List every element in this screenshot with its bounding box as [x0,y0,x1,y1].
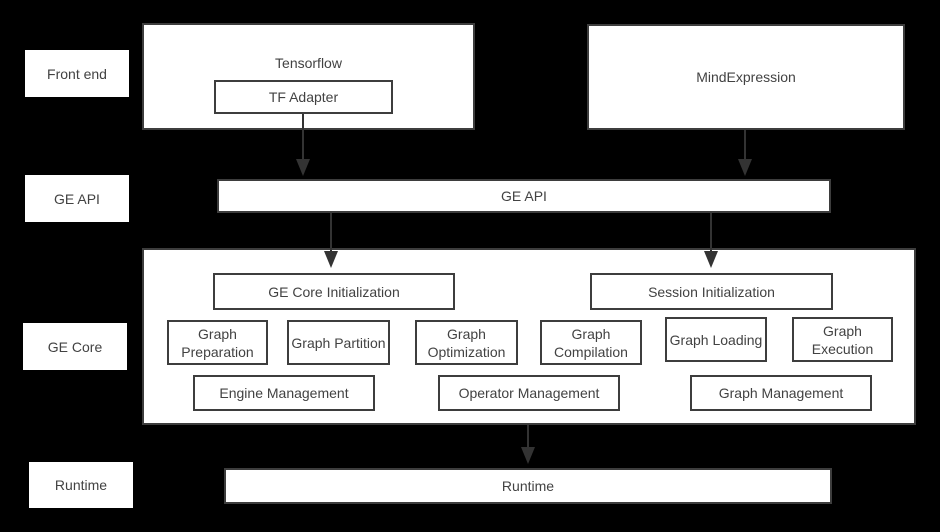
arrow-line [330,213,332,251]
tf-adapter-box: TF Adapter [214,80,393,114]
graph-execution-box: Graph Execution [792,317,893,362]
ge-core-initialization-box: GE Core Initialization [213,273,455,310]
graph-loading-label: Graph Loading [669,331,763,348]
graph-management-label: Graph Management [718,385,844,401]
arrow-line [527,425,529,447]
graph-partition-box: Graph Partition [287,320,390,365]
arrow-line [744,130,746,159]
row-label-ge-api-text: GE API [54,190,100,207]
mindexpression-label: MindExpression [696,69,796,85]
arrow-down-icon [738,159,752,176]
graph-optimization-box: Graph Optimization [415,320,518,365]
row-label-ge-core: GE Core [23,323,127,370]
graph-management-box: Graph Management [690,375,872,411]
engine-management-label: Engine Management [219,385,349,401]
mindexpression-box: MindExpression [587,24,905,130]
row-label-front-end-text: Front end [47,65,107,82]
operator-management-box: Operator Management [438,375,620,411]
tf-adapter-label: TF Adapter [268,89,339,105]
session-initialization-label: Session Initialization [648,283,775,300]
arrow-down-icon [704,251,718,268]
arrow-line [302,114,304,159]
graph-execution-label: Graph Execution [811,322,874,357]
row-label-runtime: Runtime [29,462,133,508]
graph-loading-box: Graph Loading [665,317,767,362]
arrow-line [710,213,712,251]
graph-compilation-label: Graph Compilation [554,325,628,360]
row-label-ge-core-text: GE Core [47,338,103,355]
arrow-ge-core-to-runtime [521,425,535,464]
tensorflow-box: Tensorflow TF Adapter [142,23,475,130]
row-label-runtime-text: Runtime [54,477,108,493]
ge-core-initialization-label: GE Core Initialization [268,283,400,300]
arrow-down-icon [521,447,535,464]
row-label-ge-api: GE API [25,175,129,222]
ge-api-bar: GE API [217,179,831,213]
graph-partition-label: Graph Partition [291,334,386,351]
session-initialization-box: Session Initialization [590,273,833,310]
graph-preparation-box: Graph Preparation [167,320,268,365]
runtime-bar-label: Runtime [501,478,555,494]
arrow-ge-api-to-session-initialization [704,213,718,268]
ge-api-bar-label: GE API [501,188,547,204]
graph-compilation-box: Graph Compilation [540,320,642,365]
arrow-mindexpression-to-ge-api [738,130,752,176]
arrow-tf-adapter-to-ge-api [296,114,310,176]
operator-management-label: Operator Management [458,385,600,401]
ge-core-box: GE Core Initialization Session Initializ… [142,248,916,425]
row-label-front-end: Front end [25,50,129,97]
engine-management-box: Engine Management [193,375,375,411]
arrow-down-icon [296,159,310,176]
graph-optimization-label: Graph Optimization [427,325,506,360]
tensorflow-label: Tensorflow [275,55,342,71]
arrow-down-icon [324,251,338,268]
runtime-bar: Runtime [224,468,832,504]
arrow-ge-api-to-ge-core-initialization [324,213,338,268]
graph-preparation-label: Graph Preparation [181,325,254,360]
